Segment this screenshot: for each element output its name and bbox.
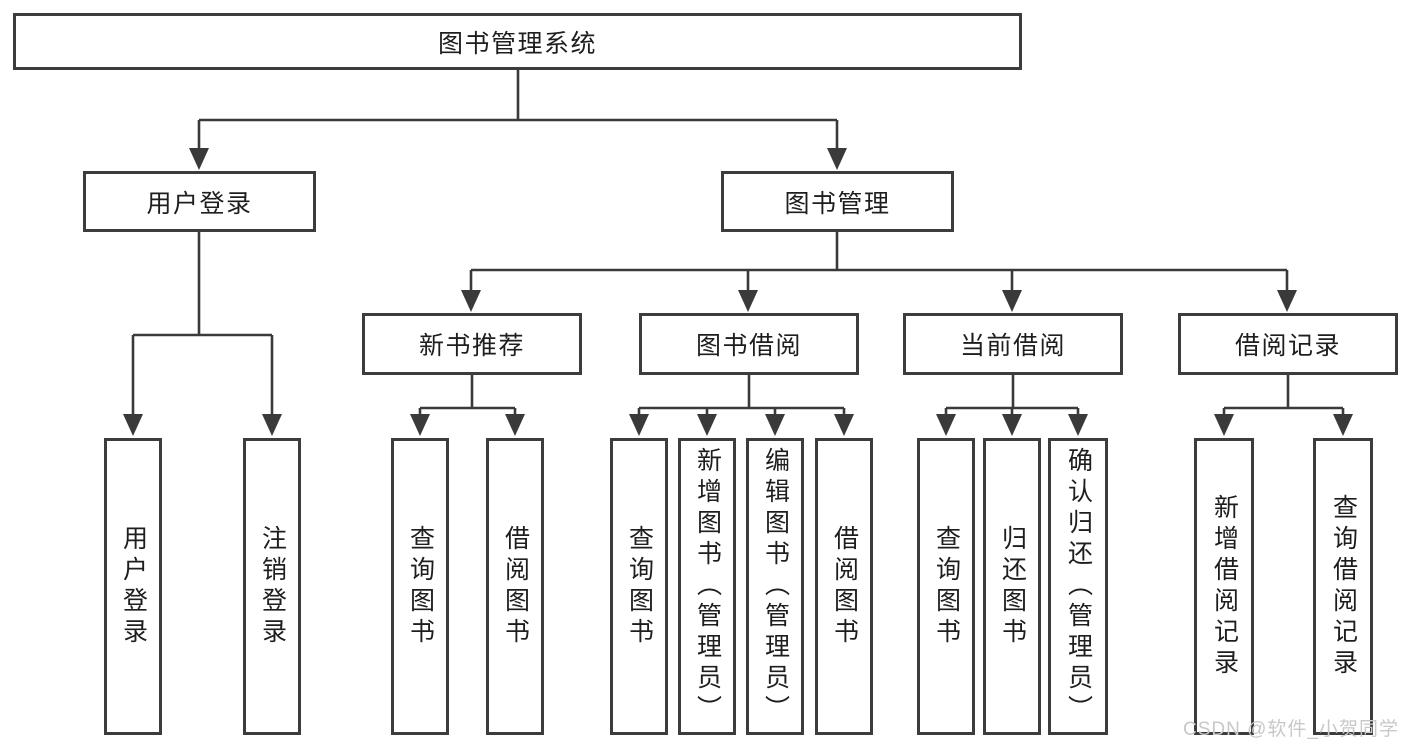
node-borrow-records: 借阅记录 — [1178, 313, 1398, 375]
leaf-return-book: 归还图书 — [983, 438, 1041, 735]
leaf-borrow-book-recommend: 借阅图书 — [486, 438, 544, 735]
arrowhead — [1277, 290, 1297, 312]
arrowhead — [738, 290, 758, 312]
connector-borrow-records — [1214, 375, 1353, 436]
arrowhead — [765, 414, 785, 436]
arrowhead — [189, 148, 209, 170]
leaf-add-borrow-record: 新增借阅记录 — [1194, 438, 1254, 735]
arrowhead — [505, 414, 525, 436]
leaf-borrow-book-borrow: 借阅图书 — [815, 438, 873, 735]
node-label: 查询图书 — [625, 524, 654, 649]
leaf-add-book-admin: 新增图书（管理员） — [678, 438, 736, 735]
arrowhead — [827, 148, 847, 170]
arrowhead — [936, 414, 956, 436]
node-label: 图书管理系统 — [437, 29, 597, 58]
leaf-query-book-borrow: 查询图书 — [610, 438, 668, 735]
connector-root — [189, 70, 847, 170]
node-label: 图书借阅 — [695, 332, 802, 360]
connector-new-book-recommend — [410, 375, 525, 436]
node-label: 查询图书 — [932, 524, 961, 649]
connector-book-management — [461, 232, 1297, 312]
arrowhead — [123, 414, 143, 436]
leaf-user-login: 用户登录 — [104, 438, 162, 735]
node-label: 借阅图书 — [830, 524, 859, 649]
arrowhead — [461, 290, 481, 312]
arrowhead — [262, 414, 282, 436]
arrowhead — [1068, 414, 1088, 436]
node-root: 图书管理系统 — [13, 13, 1022, 70]
leaf-query-book-recommend: 查询图书 — [391, 438, 449, 735]
connector-current-borrow — [936, 375, 1088, 436]
node-label: 查询图书 — [406, 524, 435, 649]
arrowhead — [1002, 290, 1022, 312]
node-label: 图书管理 — [784, 189, 891, 218]
node-label: 注销登录 — [258, 524, 287, 649]
leaf-logout-login: 注销登录 — [243, 438, 301, 735]
leaf-confirm-return-admin: 确认归还（管理员） — [1048, 438, 1108, 735]
arrowhead — [834, 414, 854, 436]
node-label: 归还图书 — [998, 524, 1027, 649]
node-label: 新增图书（管理员） — [693, 447, 722, 726]
node-label: 查询借阅记录 — [1329, 493, 1358, 680]
node-label: 用户登录 — [119, 524, 148, 649]
csdn-watermark: CSDN @软件_小贺同学 — [1183, 719, 1399, 740]
node-new-book-recommend: 新书推荐 — [362, 313, 582, 375]
arrowhead — [1002, 414, 1022, 436]
leaf-query-borrow-record: 查询借阅记录 — [1313, 438, 1373, 735]
arrowhead — [697, 414, 717, 436]
node-user-login: 用户登录 — [83, 171, 316, 232]
node-label: 当前借阅 — [959, 332, 1066, 360]
leaf-edit-book-admin: 编辑图书（管理员） — [746, 438, 804, 735]
connector-book-borrow — [629, 375, 854, 436]
node-current-borrow: 当前借阅 — [903, 313, 1123, 375]
node-label: 确认归还（管理员） — [1064, 447, 1093, 726]
arrowhead — [1214, 414, 1234, 436]
arrowhead — [410, 414, 430, 436]
node-label: 借阅图书 — [501, 524, 530, 649]
node-book-management: 图书管理 — [721, 171, 954, 232]
node-label: 新书推荐 — [418, 332, 525, 360]
node-label: 借阅记录 — [1234, 332, 1341, 360]
node-label: 编辑图书（管理员） — [761, 447, 790, 726]
arrowhead — [1333, 414, 1353, 436]
node-book-borrow: 图书借阅 — [639, 313, 859, 375]
node-label: 新增借阅记录 — [1210, 493, 1239, 680]
connector-user-login — [123, 232, 282, 436]
leaf-query-book-current: 查询图书 — [917, 438, 975, 735]
arrowhead — [629, 414, 649, 436]
node-label: 用户登录 — [146, 189, 253, 218]
